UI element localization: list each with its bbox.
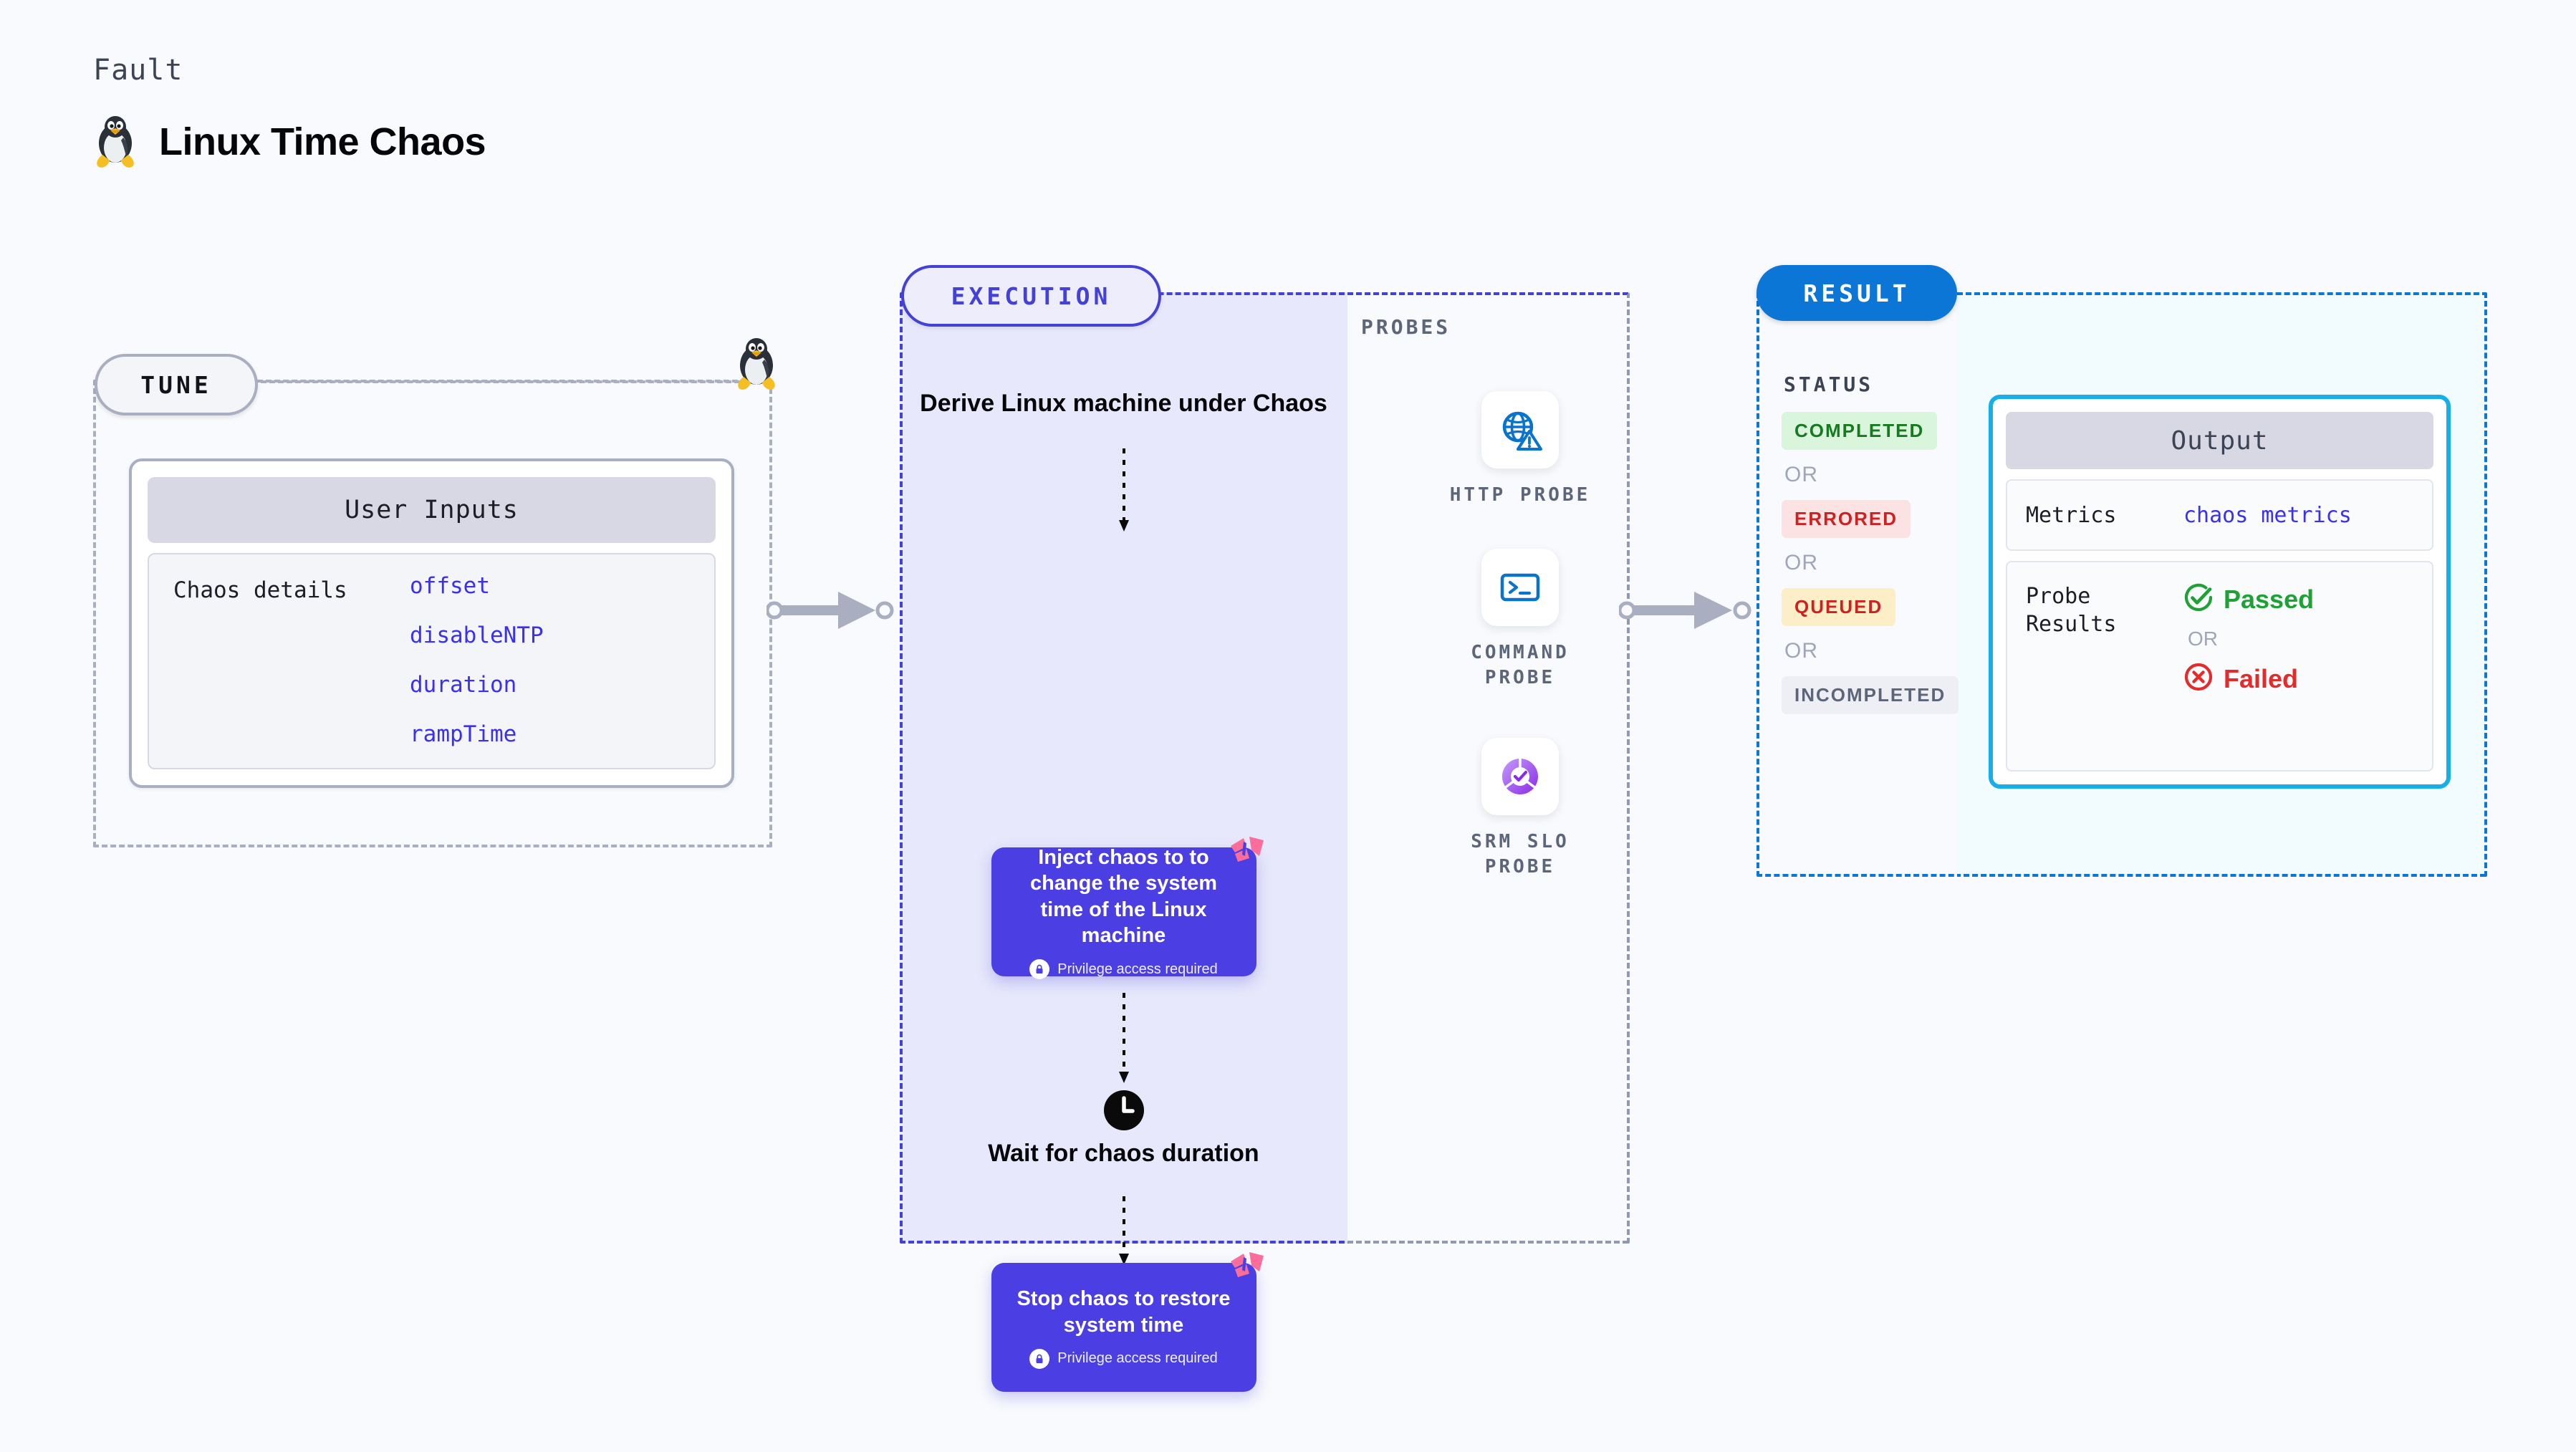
output-card: Output Metrics chaos metrics Probe Resul… [1989,395,2451,789]
harness-logo-icon [1228,835,1267,872]
stop-chaos-note-text: Privilege access required [1057,1350,1218,1367]
probe-result-passed: Passed [2183,582,2314,616]
chaos-parameter: disableNTP [410,622,544,648]
tune-badge[interactable]: TUNE [95,354,258,415]
metrics-value: chaos metrics [2183,502,2352,528]
user-inputs-card: User Inputs Chaos details offset disable… [129,458,734,788]
result-region [1756,292,1963,877]
connector-execution-to-result [1619,587,1762,633]
harness-logo-icon [1228,1250,1267,1288]
flow-arrow-icon [1116,1196,1132,1271]
probe-result-failed-label: Failed [2224,663,2299,693]
probes-label: PROBES [1361,315,1451,339]
stop-chaos-note: Privilege access required [1029,1348,1218,1369]
status-badge: COMPLETED [1782,412,1938,450]
probe-item-command[interactable]: COMMAND PROBE [1438,549,1602,691]
status-or-label: OR [1784,551,1818,574]
lock-icon [1029,959,1050,979]
chaos-details-label: Chaos details [173,577,347,603]
derive-step-caption: Derive Linux machine under Chaos [920,390,1327,417]
clock-icon [1103,1090,1145,1135]
status-list: COMPLETED OR ERRORED OR QUEUED OR INCOMP… [1782,412,1959,714]
result-badge[interactable]: RESULT [1756,265,1957,321]
execution-region [900,292,1353,1244]
status-or-label: OR [1784,463,1818,486]
tune-penguin-connector [252,380,757,383]
probe-label: HTTP PROBE [1449,484,1591,506]
page-title: Linux Time Chaos [159,120,486,163]
output-header: Output [2006,412,2433,469]
status-label: STATUS [1784,372,1874,396]
stop-chaos-title: Stop chaos to restore system time [1017,1287,1231,1337]
lock-icon [1029,1348,1050,1369]
page-eyebrow: Fault [93,54,183,87]
terminal-icon [1481,549,1559,626]
execution-badge[interactable]: EXECUTION [901,265,1161,327]
execution-flow: Derive Linux machine under Chaos Inject … [900,292,1347,1392]
user-inputs-header: User Inputs [148,477,716,543]
inject-chaos-note-text: Privilege access required [1057,961,1218,977]
inject-chaos-card[interactable]: Inject chaos to to change the system tim… [991,837,1264,979]
flow-arrow-icon [1116,448,1132,538]
status-badge: ERRORED [1782,500,1911,538]
x-circle-icon [2183,662,2214,696]
chaos-parameter: rampTime [410,721,517,747]
probe-results-values: Passed OR Failed [2183,582,2314,750]
wait-step-caption: Wait for chaos duration [988,1140,1259,1167]
inject-chaos-title: Inject chaos to to change the system tim… [1029,846,1218,947]
check-circle-icon [2183,582,2214,616]
inject-chaos-note: Privilege access required [1029,959,1218,979]
chaos-parameter-list: offset disableNTP duration rampTime [410,573,544,749]
linux-penguin-icon [93,115,138,169]
globe-warning-icon [1481,391,1559,468]
probe-item-http[interactable]: HTTP PROBE [1438,391,1602,508]
probe-results-row: Probe Results Passed OR [2006,561,2433,771]
metrics-row: Metrics chaos metrics [2006,479,2433,551]
metrics-label: Metrics [2026,502,2117,528]
status-or-label: OR [1784,639,1818,663]
probe-results-label: Probe Results [2026,584,2117,637]
probe-result-failed: Failed [2183,662,2314,696]
stop-chaos-card[interactable]: Stop chaos to restore system time Privil… [991,1252,1264,1392]
chaos-parameter: offset [410,573,490,599]
chaos-parameter: duration [410,672,517,698]
slo-donut-check-icon [1481,738,1559,815]
page-title-row: Linux Time Chaos [93,115,486,169]
connector-tune-to-execution [766,587,903,633]
probe-item-srm-slo[interactable]: SRM SLO PROBE [1438,738,1602,880]
probe-label: SRM SLO PROBE [1471,831,1570,878]
flow-arrow-icon [1116,993,1132,1090]
linux-penguin-icon [734,337,779,391]
probe-result-passed-label: Passed [2224,584,2315,614]
probe-result-or-label: OR [2188,628,2218,650]
status-badge: INCOMPLETED [1782,676,1959,714]
status-badge: QUEUED [1782,588,1896,626]
chaos-details-box: Chaos details offset disableNTP duration… [148,553,716,769]
probe-label: COMMAND PROBE [1471,642,1570,689]
